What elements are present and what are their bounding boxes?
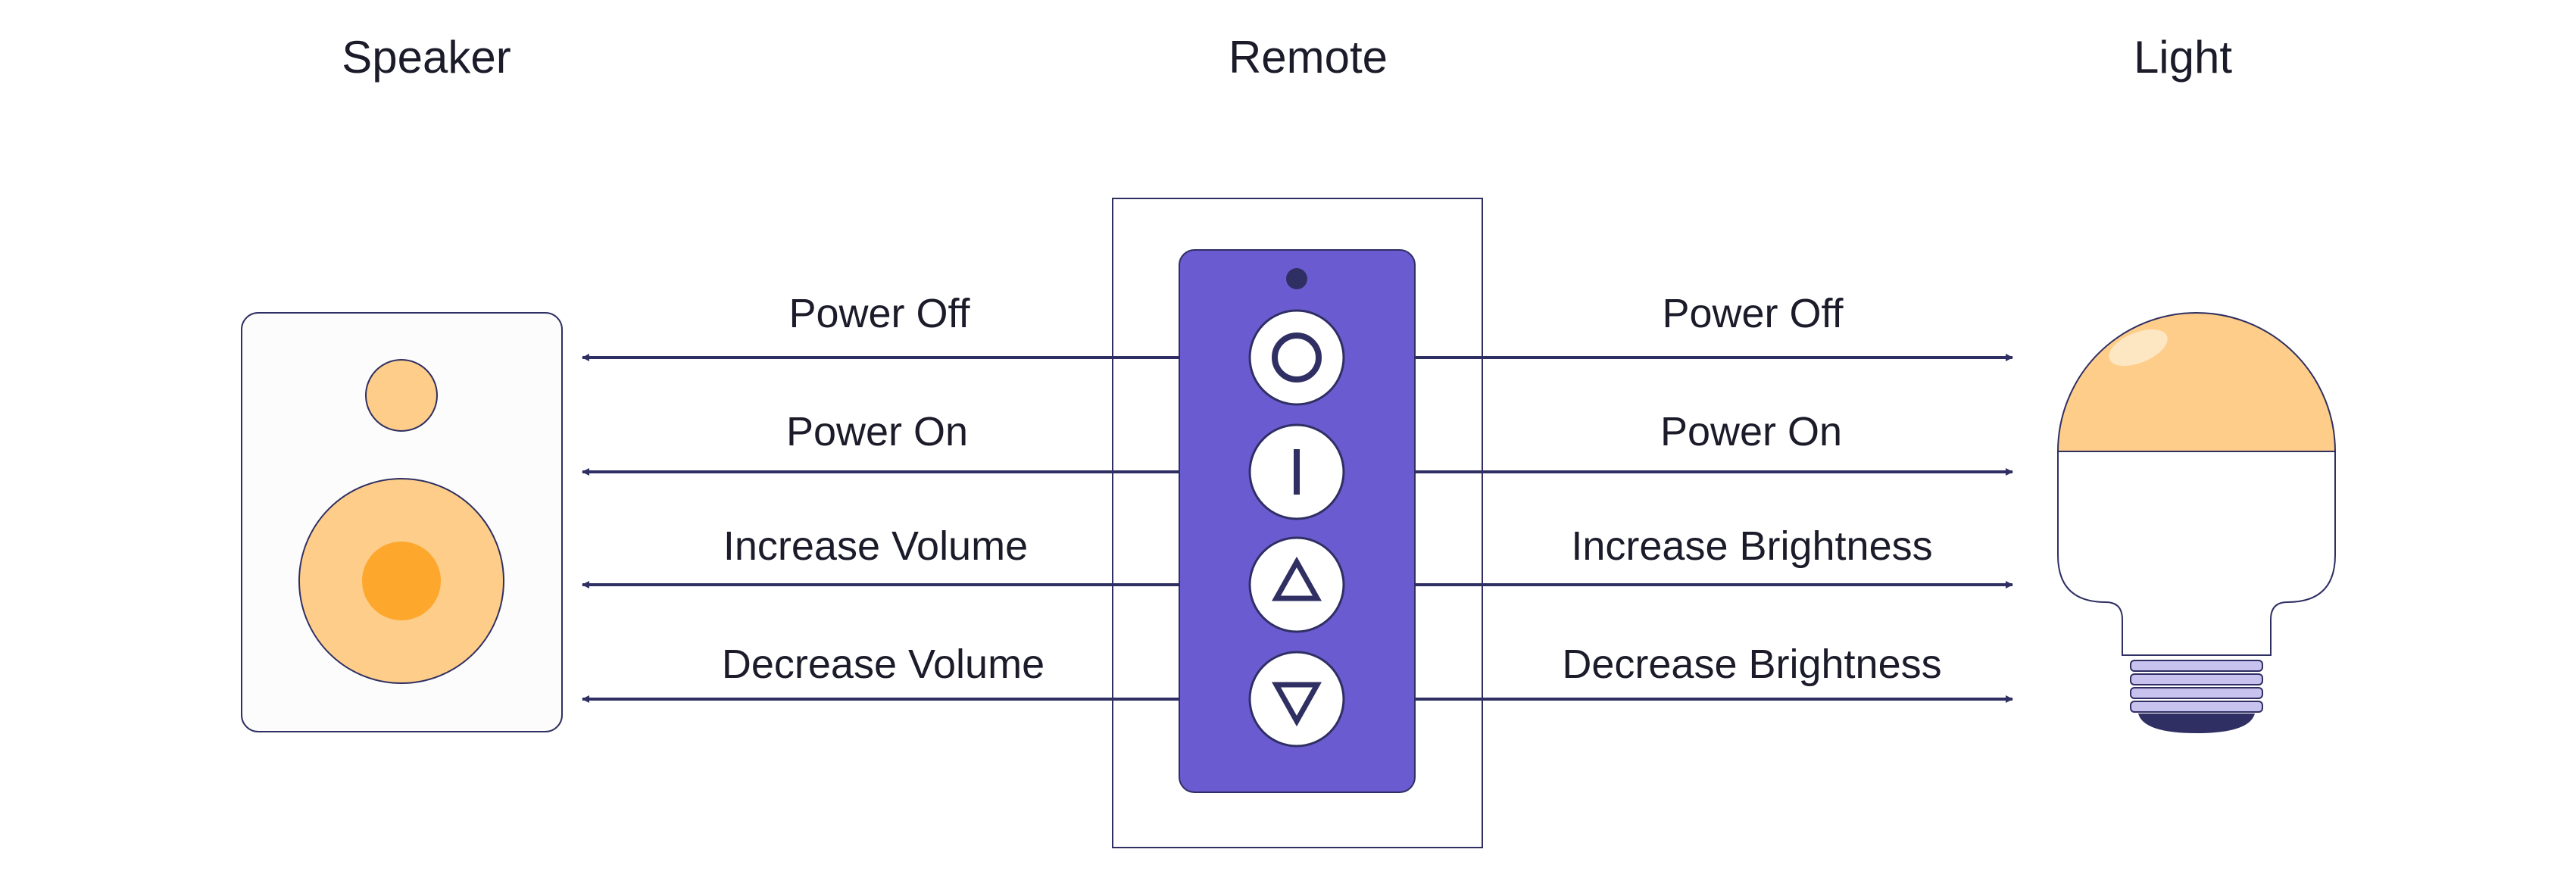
circle-icon [1272,333,1322,382]
triangle-down-icon [1272,682,1322,727]
speaker-label-increase-volume: Increase Volume [723,523,1028,569]
light-title: Light [2134,32,2232,83]
speaker-icon [241,312,563,732]
speaker-arrows [582,354,1297,703]
light-bulb-icon [2057,312,2336,733]
light-label-power-on: Power On [1660,409,1842,454]
remote-control [1179,249,1416,793]
speaker-woofer-center [362,542,441,620]
speaker-title: Speaker [342,32,511,83]
bulb-tip [2138,713,2255,733]
remote-button-power-off[interactable] [1248,309,1345,406]
remote-body [1179,249,1416,793]
remote-button-power-on[interactable] [1248,423,1345,520]
remote-button-increase[interactable] [1248,536,1345,633]
speaker-label-power-on: Power On [786,409,968,454]
bulb-glow [2058,313,2335,451]
light-label-decrease-brightness: Decrease Brightness [1562,642,1941,687]
remote-button-decrease[interactable] [1248,651,1345,748]
remote-ir-led [1286,268,1307,289]
triangle-up-icon [1272,556,1322,601]
bulb-base [2130,660,2263,733]
remote-title: Remote [1229,32,1388,83]
speaker-label-power-off: Power Off [788,291,970,336]
speaker-label-decrease-volume: Decrease Volume [722,642,1044,687]
light-label-power-off: Power Off [1662,291,1844,336]
speaker-tweeter [365,359,438,432]
light-label-increase-brightness: Increase Brightness [1571,523,1932,569]
light-arrows [1297,354,2013,703]
bulb-highlight [2109,329,2168,367]
